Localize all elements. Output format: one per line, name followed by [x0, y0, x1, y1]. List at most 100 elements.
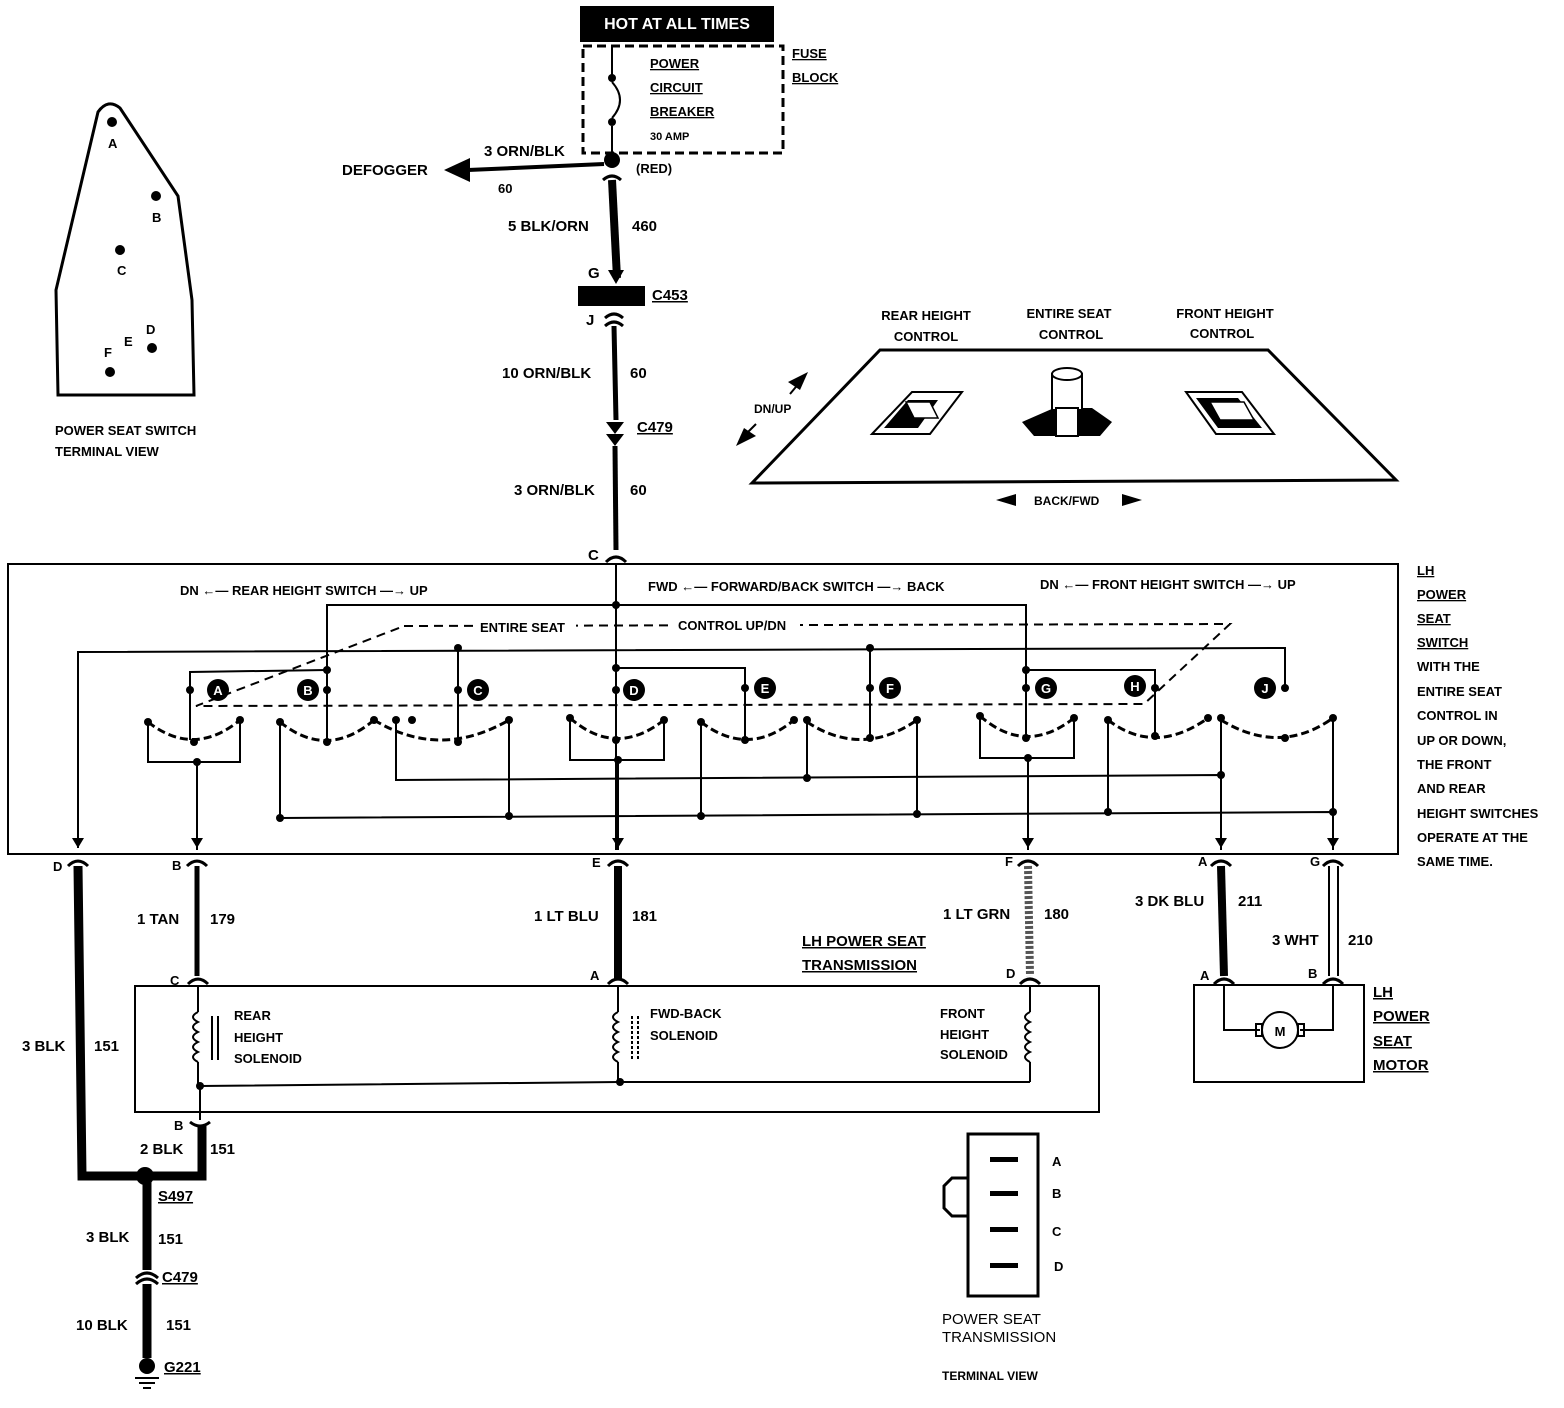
switch-note-7: HEIGHT SWITCHES [1417, 806, 1539, 821]
hot-label: HOT AT ALL TIMES [604, 16, 750, 33]
defogger-wire-label: 3 ORN/BLK [484, 143, 565, 160]
switch-note-9: SAME TIME. [1417, 854, 1493, 869]
b-circuit-label: 179 [210, 911, 235, 928]
a-wire-label: 3 DK BLU [1135, 893, 1204, 910]
output-pins: D B E F A G [53, 854, 1345, 874]
g-circuit-label: 210 [1348, 932, 1373, 949]
rear-control-label-2: CONTROL [894, 329, 958, 344]
w1-wire-label: 5 BLK/ORN [508, 218, 589, 235]
trans-pin-d: D [1006, 966, 1015, 981]
switch-note-4: UP OR DOWN, [1417, 733, 1506, 748]
motor-title-2: POWER [1373, 1008, 1430, 1025]
arrow-right-icon [1122, 494, 1142, 506]
motor-title-1: LH [1373, 984, 1393, 1001]
rear-height-switch-label: DN ←— REAR HEIGHT SWITCH —→ UP [180, 583, 428, 598]
pin-g-label: G [588, 265, 600, 282]
w2-circuit-label: 60 [630, 365, 647, 382]
switch-contacts: A B C D E F G H J [207, 675, 1276, 701]
contact-d: D [629, 683, 638, 698]
forward-back-switch-label: FWD ←— FORWARD/BACK SWITCH —→ BACK [648, 579, 945, 594]
switch-title-1: LH [1417, 563, 1434, 578]
terminal-view-caption-2: TERMINAL VIEW [55, 444, 159, 459]
w1-circuit-label: 460 [632, 218, 657, 235]
defogger-circuit-label: 60 [498, 181, 512, 196]
rear-solenoid-label-3: SOLENOID [234, 1051, 302, 1066]
rear-solenoid-label-1: REAR [234, 1008, 271, 1023]
arrow-up-icon [788, 372, 808, 390]
entire-control-label-2: CONTROL [1039, 327, 1103, 342]
motor-pin-b: B [1308, 966, 1317, 981]
contact-b: B [303, 683, 312, 698]
transmission-title-1: LH POWER SEAT [802, 933, 926, 950]
fuse-block-title-2: BLOCK [792, 70, 839, 85]
terminal-pin-c: C [117, 263, 127, 278]
c479-bottom-label: C479 [162, 1269, 198, 1286]
switch-title-4: SWITCH [1417, 635, 1468, 650]
output-pin-g: G [1310, 854, 1320, 869]
rear-solenoid-label-2: HEIGHT [234, 1030, 283, 1045]
arrow-down-icon [736, 428, 756, 446]
fwd-solenoid-label-2: SOLENOID [650, 1028, 718, 1043]
b-wire-label: 1 TAN [137, 911, 179, 928]
switch-note-1: WITH THE [1417, 659, 1480, 674]
lh-power-seat-motor: A B M LH POWER SEAT MOTOR [1193, 966, 1430, 1083]
g-wire-label: 3 WHT [1272, 932, 1319, 949]
e-wire-label: 1 LT BLU [534, 908, 599, 925]
trans-terminal-a: A [1052, 1154, 1062, 1169]
output-pin-a: A [1198, 854, 1208, 869]
output-wires: 3 BLK 151 1 TAN 179 1 LT BLU 181 1 LT GR… [22, 865, 1373, 1181]
f-wire-label: 1 LT GRN [943, 906, 1010, 923]
trans-view-caption-3: TERMINAL VIEW [942, 1369, 1038, 1383]
c479-top-label: C479 [637, 419, 673, 436]
c453-connector [578, 286, 645, 306]
w2-wire-label: 10 ORN/BLK [502, 365, 591, 382]
d-circuit-label: 151 [94, 1038, 119, 1055]
arrow-left-icon [444, 158, 470, 182]
contact-c: C [473, 683, 483, 698]
output-pin-b: B [172, 858, 181, 873]
a-circuit-label: 211 [1238, 893, 1262, 910]
output-pin-f: F [1005, 854, 1013, 869]
ground-path: 2 BLK 151 S497 3 BLK 151 C479 10 BLK 151… [76, 1120, 235, 1389]
red-label: (RED) [636, 161, 672, 176]
seat-control-panel: REAR HEIGHT CONTROL ENTIRE SEAT CONTROL … [736, 306, 1400, 508]
entire-seat-label-2: CONTROL UP/DN [678, 618, 786, 633]
switch-note-5: THE FRONT [1417, 757, 1491, 772]
terminal-pin-a: A [108, 136, 118, 151]
ground-icon [135, 1377, 159, 1389]
entire-control-label-1: ENTIRE SEAT [1027, 306, 1112, 321]
ground-wire-2-label: 3 BLK [86, 1229, 130, 1246]
terminal-pin-f: F [104, 345, 112, 360]
front-control-label-2: CONTROL [1190, 326, 1254, 341]
contact-e: E [761, 681, 770, 696]
contact-f: F [886, 681, 894, 696]
terminal-pin-d: D [146, 322, 155, 337]
contact-a: A [213, 683, 223, 698]
trans-terminal-b: B [1052, 1186, 1061, 1201]
switch-note-2: ENTIRE SEAT [1417, 684, 1502, 699]
front-solenoid-label-2: HEIGHT [940, 1027, 989, 1042]
entire-seat-label-1: ENTIRE SEAT [480, 620, 565, 635]
output-pin-d: D [53, 859, 62, 874]
rear-control-label-1: REAR HEIGHT [881, 308, 971, 323]
pin-c-label: C [588, 547, 599, 564]
fuse-block-title-1: FUSE [792, 46, 827, 61]
backfwd-label: BACK/FWD [1034, 494, 1100, 508]
front-control-label-1: FRONT HEIGHT [1176, 306, 1274, 321]
terminal-pin-e: E [124, 334, 133, 349]
contact-h: H [1130, 679, 1139, 694]
terminal-view-caption-1: POWER SEAT SWITCH [55, 423, 196, 438]
trans-pin-b: B [174, 1118, 183, 1133]
w3-circuit-label: 60 [630, 482, 647, 499]
pin-j-label: J [586, 312, 594, 329]
output-pin-e: E [592, 855, 601, 870]
ground-circuit-3-label: 151 [166, 1317, 191, 1334]
trans-view-caption-1: POWER SEAT [942, 1311, 1041, 1328]
hot-at-all-times-banner: HOT AT ALL TIMES [580, 6, 774, 42]
trans-pin-a: A [590, 968, 600, 983]
front-solenoid-label-3: SOLENOID [940, 1047, 1008, 1062]
trans-pin-c: C [170, 973, 180, 988]
motor-symbol: M [1275, 1024, 1286, 1039]
